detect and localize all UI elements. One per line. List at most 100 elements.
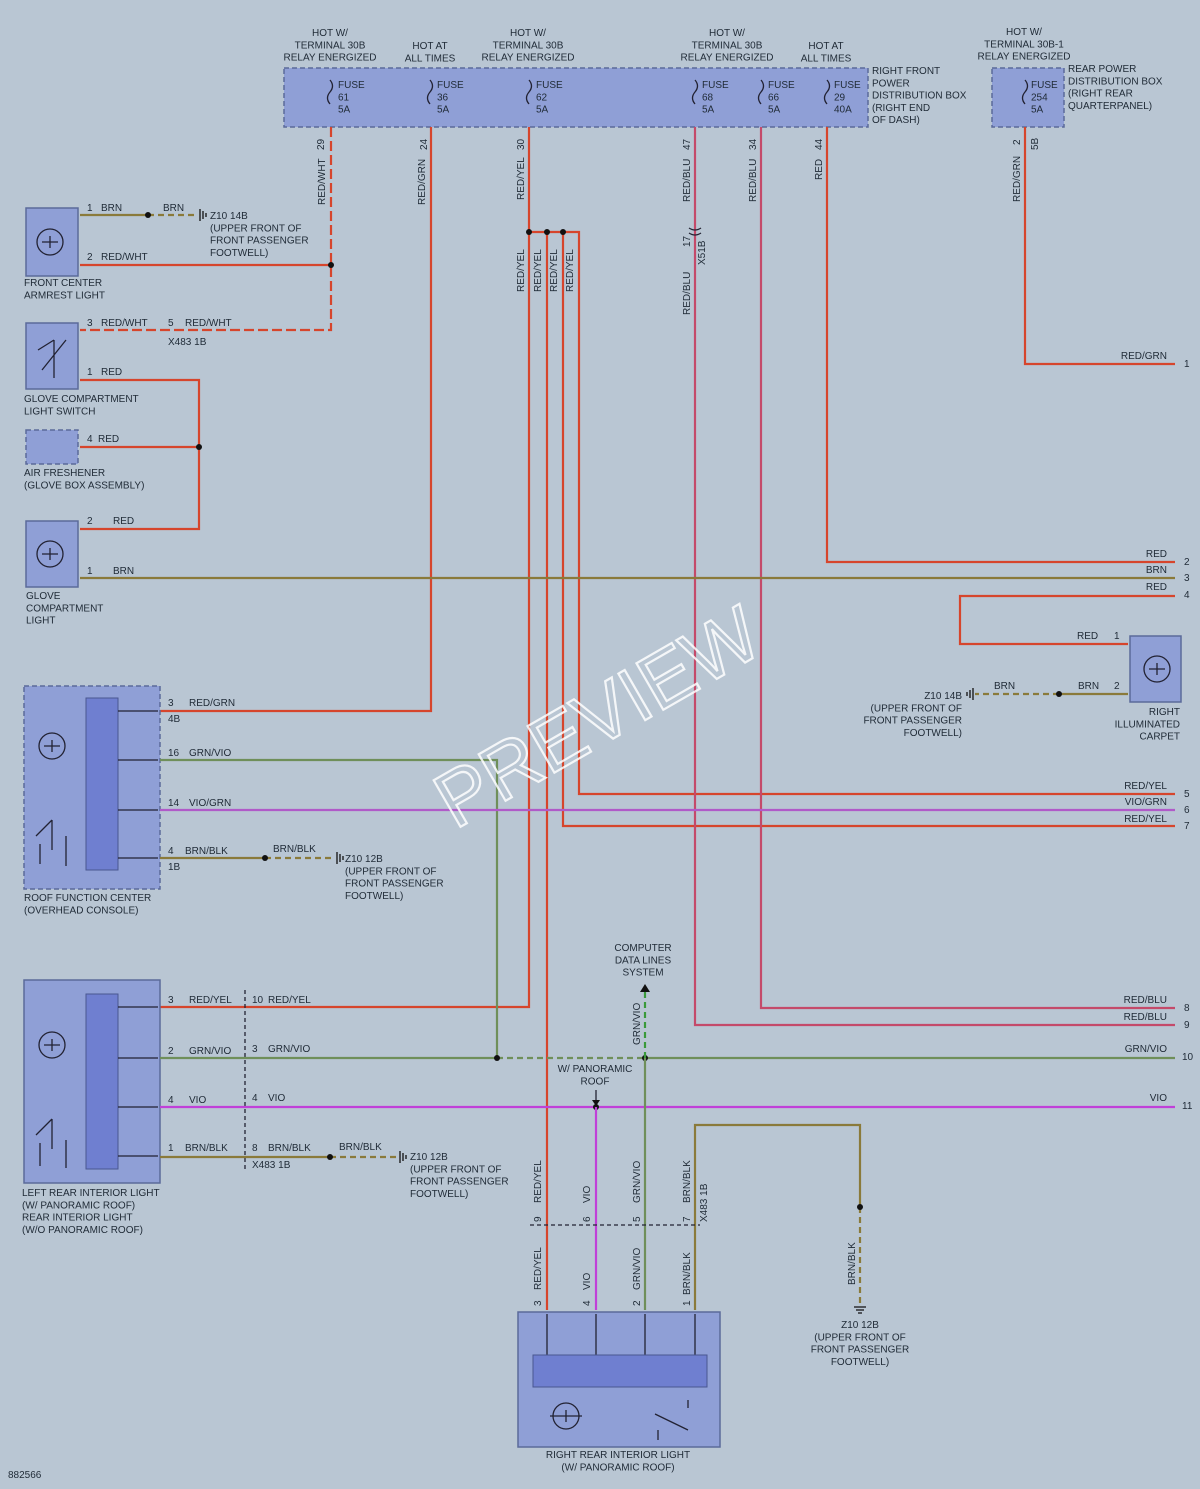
svg-text:1: 1 [87, 203, 93, 214]
svg-text:RED/YEL: RED/YEL [1124, 781, 1167, 792]
svg-text:RED/YEL: RED/YEL [1124, 814, 1167, 825]
svg-text:RED/YEL: RED/YEL [549, 249, 560, 292]
svg-text:10: 10 [252, 995, 264, 1006]
svg-text:RED/BLU: RED/BLU [682, 272, 693, 315]
svg-text:1: 1 [87, 566, 93, 577]
svg-text:6: 6 [1184, 805, 1190, 816]
svg-text:16: 16 [168, 748, 180, 759]
front-center-armrest-light [25, 207, 79, 277]
svg-text:5B: 5B [1030, 137, 1041, 150]
svg-text:4B: 4B [168, 714, 181, 725]
wire-red-yel [160, 127, 531, 1009]
wire-red-grn [1023, 127, 1175, 366]
svg-text:2: 2 [87, 516, 93, 527]
svg-text:14: 14 [168, 798, 180, 809]
svg-text:RED/WHT: RED/WHT [101, 252, 148, 263]
wire-red [825, 127, 1175, 564]
svg-text:RED/BLU: RED/BLU [1124, 995, 1167, 1006]
svg-text:3: 3 [533, 1300, 544, 1306]
air-freshener [25, 429, 79, 465]
glove-compartment-light-switch [25, 322, 79, 390]
svg-text:VIO: VIO [582, 1273, 593, 1290]
svg-text:7: 7 [682, 1216, 693, 1222]
right-front-power-distribution-box [283, 67, 869, 128]
svg-text:BRN: BRN [1146, 565, 1167, 576]
svg-text:VIO/GRN: VIO/GRN [189, 798, 231, 809]
svg-text:RED/WHT: RED/WHT [185, 318, 232, 329]
svg-text:RED/WHT: RED/WHT [101, 318, 148, 329]
svg-text:RED/GRN: RED/GRN [1121, 351, 1167, 362]
svg-text:RED/YEL: RED/YEL [533, 249, 544, 292]
svg-text:RED/YEL: RED/YEL [516, 249, 527, 292]
svg-text:RED/YEL: RED/YEL [565, 249, 576, 292]
svg-text:1: 1 [1114, 631, 1120, 642]
svg-text:RED/YEL: RED/YEL [533, 1160, 544, 1203]
svg-text:BRN/BLK: BRN/BLK [185, 1143, 228, 1154]
svg-text:9: 9 [1184, 1020, 1190, 1031]
svg-text:RED/BLU: RED/BLU [1124, 1012, 1167, 1023]
svg-text:RED: RED [1077, 631, 1098, 642]
wire-red-blu [693, 127, 1175, 1027]
svg-text:BRN/BLK: BRN/BLK [682, 1160, 693, 1203]
svg-text:GRN/VIO: GRN/VIO [632, 1003, 643, 1045]
svg-text:1: 1 [682, 1300, 693, 1306]
svg-text:5: 5 [168, 318, 174, 329]
svg-text:X483 1B: X483 1B [699, 1183, 710, 1222]
svg-text:5: 5 [1184, 789, 1190, 800]
svg-text:GRN/VIO: GRN/VIO [189, 748, 231, 759]
svg-text:2: 2 [1114, 681, 1120, 692]
svg-text:RED/BLU: RED/BLU [748, 159, 759, 202]
svg-text:X483 1B: X483 1B [252, 1160, 291, 1171]
svg-text:2: 2 [168, 1046, 174, 1057]
svg-text:VIO: VIO [1150, 1093, 1167, 1104]
svg-text:RED/WHT: RED/WHT [317, 158, 328, 205]
svg-text:11: 11 [1182, 1101, 1193, 1112]
svg-text:1: 1 [168, 1143, 174, 1154]
svg-text:4: 4 [168, 846, 174, 857]
svg-text:2: 2 [632, 1300, 643, 1306]
svg-text:BRN: BRN [1078, 681, 1099, 692]
svg-text:47: 47 [682, 138, 693, 150]
left-rear-label: LEFT REAR INTERIOR LIGHT(W/ PANORAMIC RO… [22, 1188, 160, 1236]
svg-text:1: 1 [1184, 359, 1190, 370]
svg-text:2: 2 [87, 252, 93, 263]
svg-text:44: 44 [814, 138, 825, 150]
svg-text:17: 17 [682, 235, 693, 247]
right-rear-label: RIGHT REAR INTERIOR LIGHT(W/ PANORAMIC R… [546, 1450, 690, 1473]
svg-text:BRN/BLK: BRN/BLK [847, 1242, 858, 1285]
svg-text:4: 4 [582, 1300, 593, 1306]
svg-text:GRN/VIO: GRN/VIO [1125, 1044, 1167, 1055]
svg-text:BRN/BLK: BRN/BLK [339, 1142, 382, 1153]
svg-text:BRN/BLK: BRN/BLK [273, 844, 316, 855]
svg-text:3: 3 [252, 1044, 258, 1055]
svg-text:3: 3 [1184, 573, 1190, 584]
diagram-id: 882566 [8, 1470, 42, 1481]
svg-text:10: 10 [1182, 1052, 1194, 1063]
svg-text:RED/BLU: RED/BLU [682, 159, 693, 202]
svg-text:RED: RED [814, 159, 825, 180]
svg-text:RED/YEL: RED/YEL [268, 995, 311, 1006]
wire-red-blu [759, 127, 1175, 1010]
svg-text:1B: 1B [168, 862, 181, 873]
svg-text:RED/YEL: RED/YEL [516, 157, 527, 200]
svg-text:3: 3 [168, 995, 174, 1006]
svg-text:RED/YEL: RED/YEL [533, 1247, 544, 1290]
